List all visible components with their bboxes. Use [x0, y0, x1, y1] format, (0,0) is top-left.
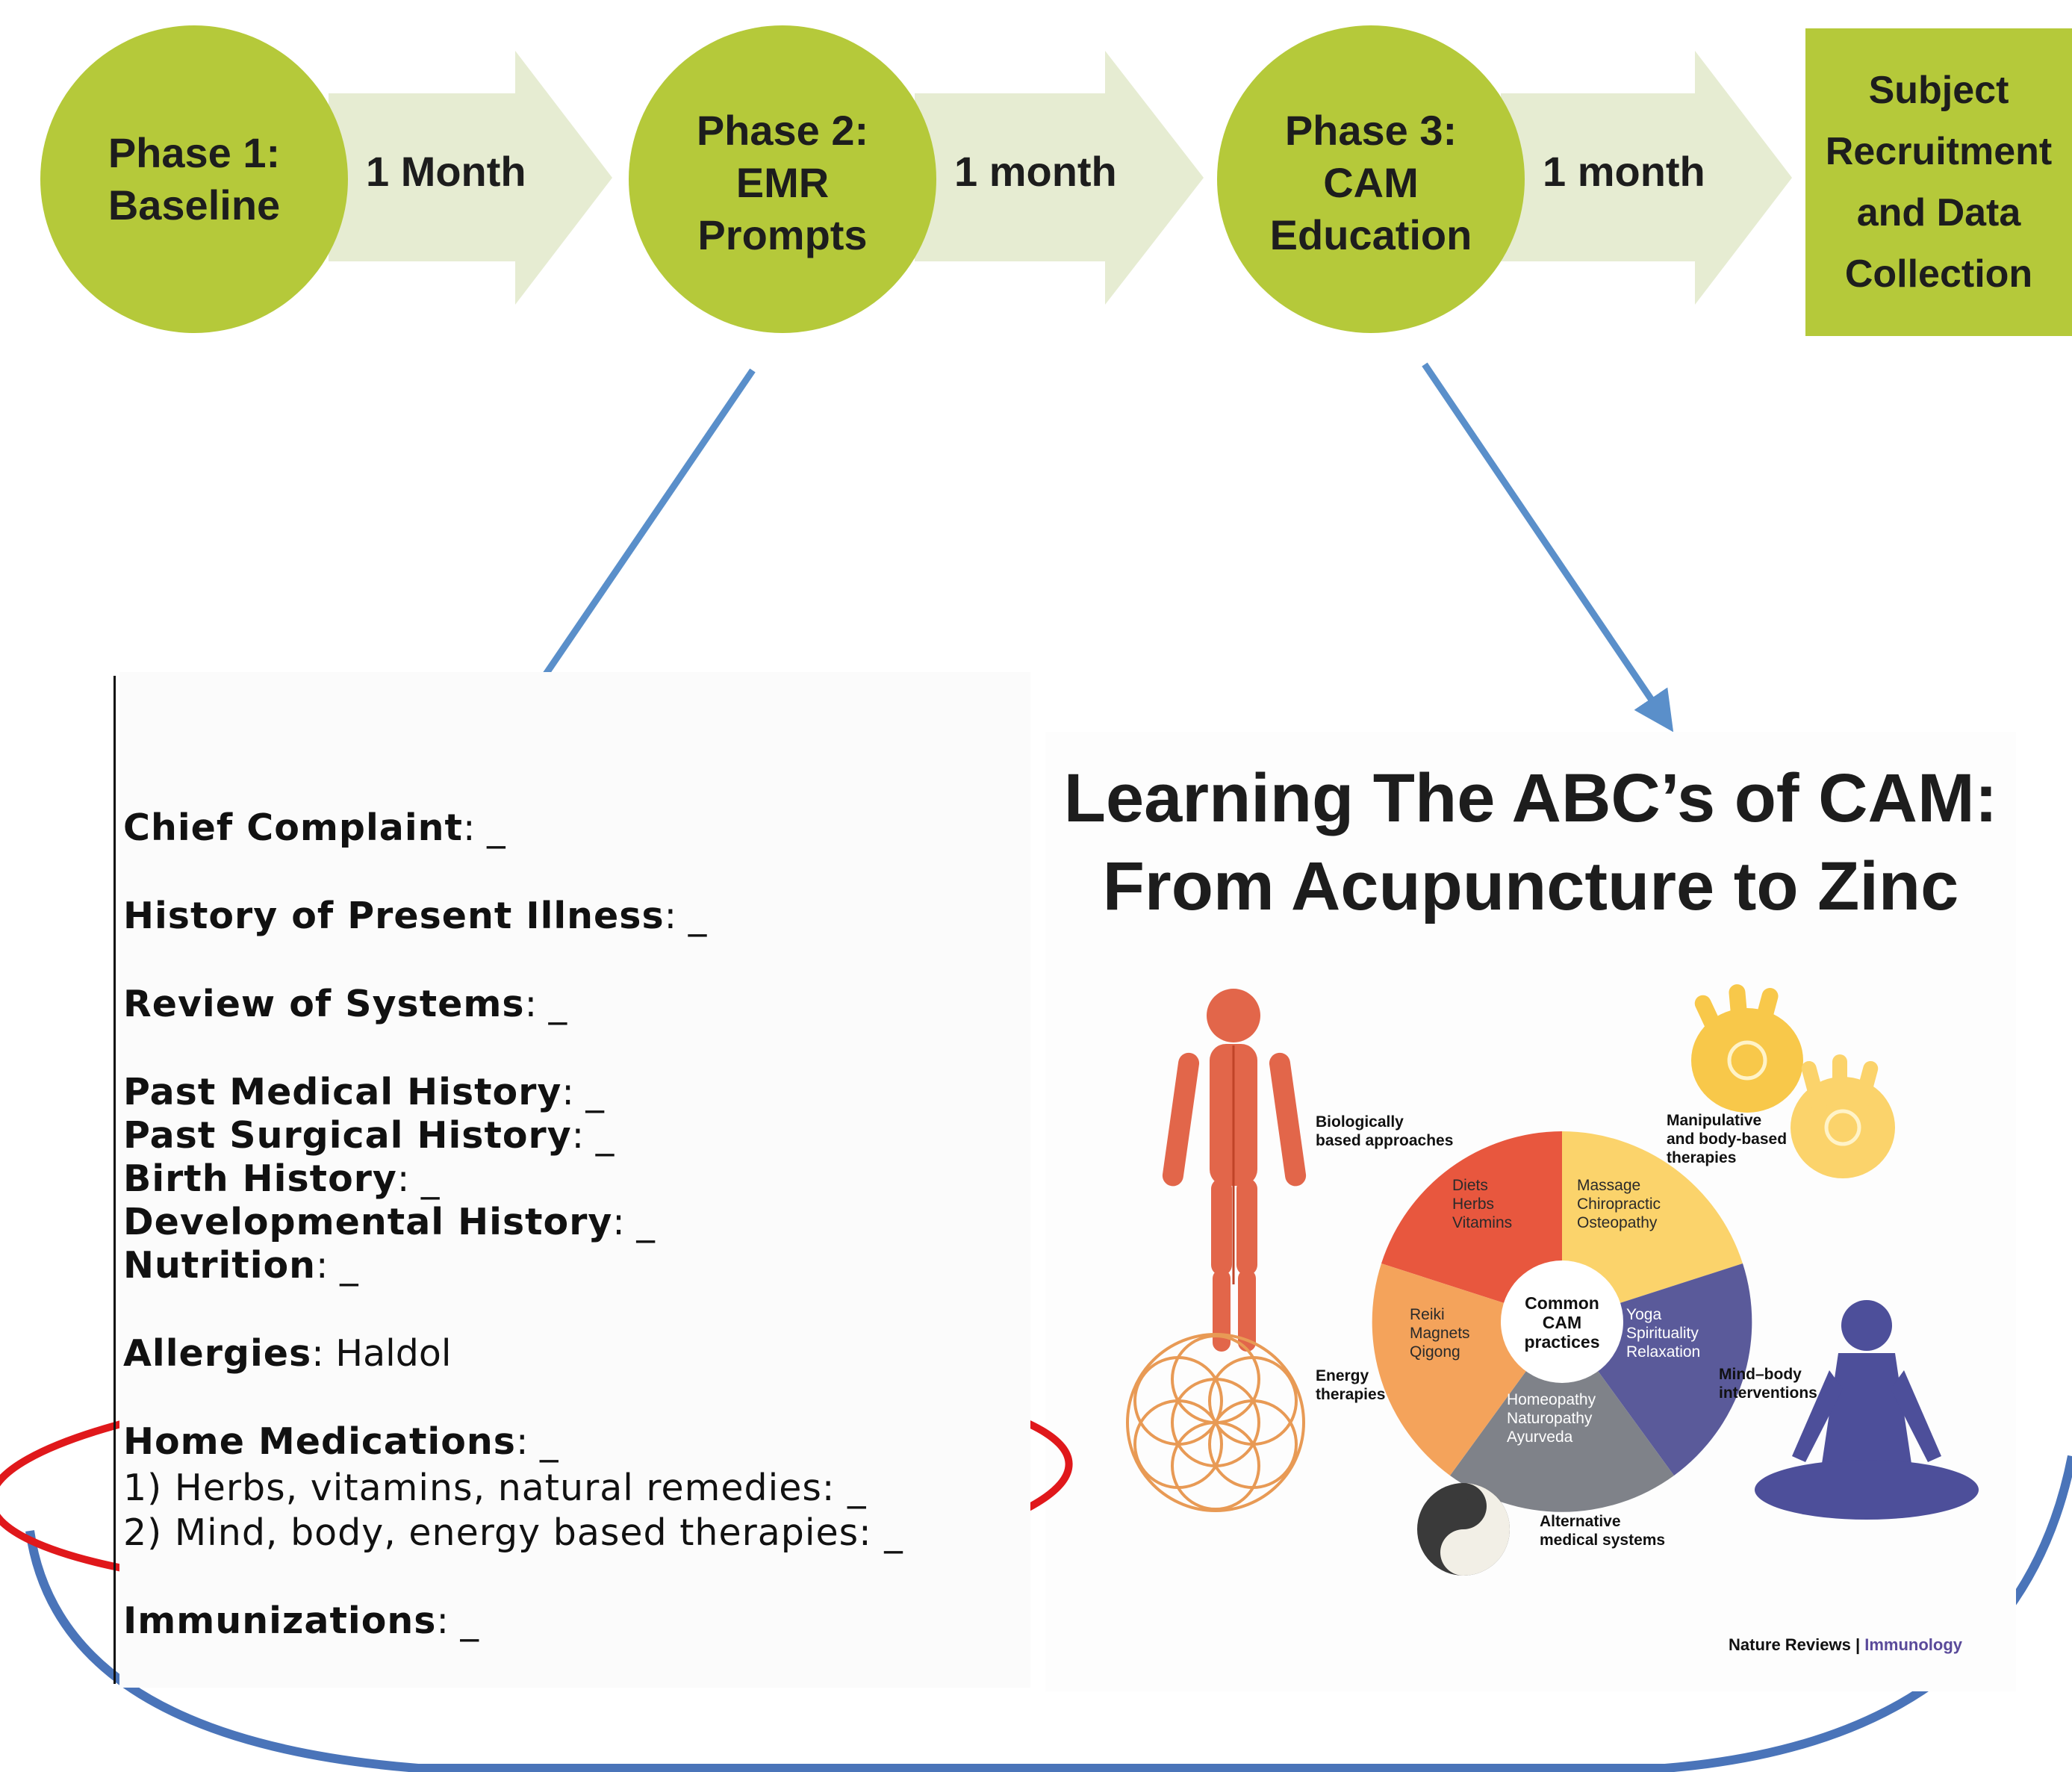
emr-row-home-medications: Home Medications: _ [123, 1420, 559, 1464]
wheel-segment-alternative [1450, 1322, 1674, 1512]
emr-row-nutrition: Nutrition: _ [123, 1244, 358, 1287]
segment-label-energy: Reiki Magnets Qigong [1410, 1306, 1470, 1361]
phase-2-label: Phase 2: EMR Prompts [696, 107, 869, 258]
phase-circle-1 [40, 25, 348, 333]
emr-note-panel [119, 672, 1030, 1688]
credit-publisher: Nature Reviews | [1729, 1635, 1861, 1654]
segment-label-mindbody: Yoga Spirituality Relaxation [1626, 1306, 1701, 1361]
duration-arrow-1 [329, 51, 612, 305]
emr-label: Home Medications [123, 1420, 516, 1463]
category-label-mindbody: Mind–body interventions [1719, 1366, 1817, 1402]
duration-label-3: 1 month [1543, 148, 1705, 195]
wheel-segment-manipulative [1562, 1131, 1743, 1322]
emr-label: Nutrition [123, 1244, 317, 1287]
phase-circle-2 [629, 25, 936, 333]
phase-circle-3 [1217, 25, 1525, 333]
emr-row-herbs-prompt[interactable]: 1) Herbs, vitamins, natural remedies: _ [123, 1467, 867, 1510]
emr-note-border [113, 676, 116, 1684]
emr-label: Chief Complaint [123, 806, 463, 849]
segment-label-manipulative: Massage Chiropractic Osteopathy [1577, 1177, 1661, 1231]
emr-label: Allergies [123, 1332, 312, 1375]
phase-1-label: Phase 1: Baseline [108, 129, 281, 229]
emr-value[interactable]: : _ [396, 1157, 440, 1200]
segment-label-biological: Diets Herbs Vitamins [1452, 1177, 1513, 1231]
cam-title-line-1: Learning The ABC’s of CAM: [1063, 760, 1998, 836]
emr-value[interactable]: : _ [571, 1114, 615, 1157]
emr-value[interactable]: : _ [612, 1201, 655, 1243]
emr-value[interactable]: : Haldol [311, 1332, 452, 1375]
connector-arrow-cam [1422, 362, 1674, 733]
emr-row-pmh: Past Medical History: _ [123, 1071, 604, 1114]
emr-label: Immunizations [123, 1600, 437, 1642]
emr-prompt-text[interactable]: 2) Mind, body, energy based therapies: _ [123, 1511, 903, 1554]
emr-label: History of Present Illness [123, 895, 665, 937]
cam-wheel [1372, 1131, 1752, 1512]
yin-yang-illustration [1417, 1483, 1510, 1576]
emr-row-immunizations: Immunizations: _ [123, 1600, 479, 1643]
cam-title-line-2: From Acupuncture to Zinc [1102, 848, 1959, 924]
emr-row-psh: Past Surgical History: _ [123, 1114, 614, 1157]
final-step-label: Subject Recruitment and Data Collection [1825, 69, 2053, 296]
emr-value[interactable]: : _ [524, 983, 567, 1025]
final-step-box [1805, 28, 2072, 336]
connector-arrow-emr [505, 368, 756, 734]
energy-flower-illustration [1126, 1333, 1305, 1512]
emr-row-developmental-history: Developmental History: _ [123, 1201, 655, 1244]
credit-journal: Immunology [1860, 1635, 1963, 1654]
phase-3-label: Phase 3: CAM Education [1269, 107, 1472, 258]
emr-value[interactable]: : _ [515, 1420, 559, 1463]
emr-value[interactable]: : _ [436, 1600, 479, 1642]
duration-arrow-3 [1501, 51, 1792, 305]
meditating-figure-illustration [1755, 1300, 1979, 1520]
emr-value[interactable]: : _ [316, 1244, 358, 1287]
emr-value[interactable]: : _ [561, 1071, 604, 1113]
emr-label: Birth History [123, 1157, 397, 1200]
emr-row-ros: Review of Systems: _ [123, 983, 567, 1026]
category-label-alternative: Alternative medical systems [1540, 1513, 1666, 1549]
duration-label-2: 1 month [954, 148, 1117, 195]
wheel-segment-biological [1381, 1131, 1562, 1322]
emr-row-hpi: History of Present Illness: _ [123, 895, 706, 938]
cam-education-title: Learning The ABC’s of CAM: From Acupunct… [1060, 754, 2001, 930]
emr-row-allergies: Allergies: Haldol [123, 1332, 451, 1375]
wheel-center-label: Common CAM practices [1524, 1293, 1600, 1352]
emr-label: Review of Systems [123, 983, 525, 1025]
hands-illustration [1691, 984, 1895, 1178]
duration-label-1: 1 Month [366, 148, 526, 195]
emr-label: Developmental History [123, 1201, 613, 1243]
image-credit: Nature Reviews | Immunology [1729, 1635, 1962, 1655]
emr-label: Past Surgical History [123, 1114, 572, 1157]
duration-arrow-2 [915, 51, 1204, 305]
emr-row-birth-history: Birth History: _ [123, 1157, 439, 1201]
category-label-biological: Biologically based approaches [1316, 1113, 1454, 1149]
emr-row-mind-body-prompt[interactable]: 2) Mind, body, energy based therapies: _ [123, 1511, 903, 1555]
emr-row-chief-complaint: Chief Complaint: _ [123, 806, 505, 850]
emr-value[interactable]: : _ [664, 895, 707, 937]
category-label-energy: Energy therapies [1316, 1367, 1386, 1403]
emr-prompt-text[interactable]: 1) Herbs, vitamins, natural remedies: _ [123, 1467, 867, 1509]
emr-value[interactable]: : _ [462, 806, 505, 849]
wheel-center [1501, 1260, 1623, 1383]
category-label-manipulative: Manipulative and body-based therapies [1667, 1112, 1788, 1166]
emr-label: Past Medical History [123, 1071, 562, 1113]
segment-label-alternative: Homeopathy Naturopathy Ayurveda [1507, 1391, 1596, 1446]
